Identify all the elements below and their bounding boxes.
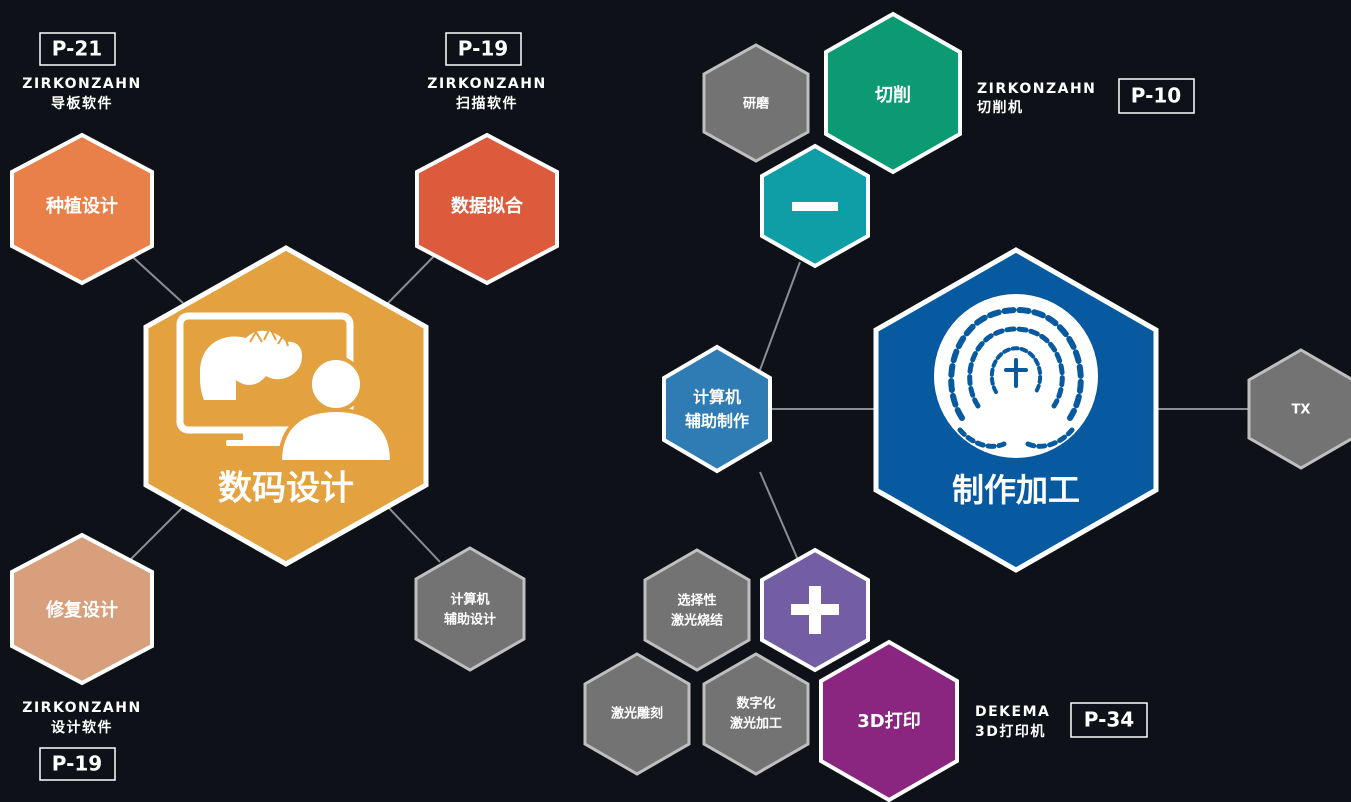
caption-brand: DEKEMA bbox=[975, 704, 1050, 720]
tx-label: TX bbox=[1292, 403, 1311, 418]
caption-product: 导板软件 bbox=[51, 95, 113, 112]
caption-product: 设计软件 bbox=[51, 719, 113, 736]
hex-cam[interactable]: 计算机 辅助制作 bbox=[662, 344, 772, 474]
plus-icon bbox=[809, 586, 821, 634]
minus-icon bbox=[792, 202, 838, 211]
production-label: 制作加工 bbox=[952, 471, 1080, 509]
connector-design-fitting bbox=[387, 249, 441, 304]
page-ref-text[interactable]: P-34 bbox=[1084, 708, 1134, 732]
cad-label-line1: 计算机 bbox=[450, 592, 489, 608]
implant-design-label: 种植设计 bbox=[45, 195, 118, 217]
caption-product: 扫描软件 bbox=[456, 95, 518, 112]
hex-implant-design[interactable]: 种植设计 bbox=[10, 132, 154, 286]
page-ref-box bbox=[39, 32, 116, 66]
caption-top-right: P-19 ZIRKONZAHN 扫描软件 bbox=[427, 32, 546, 112]
digital-laser-label-line1: 数字化 bbox=[736, 696, 775, 712]
caption-brand: ZIRKONZAHN bbox=[22, 76, 141, 92]
hex-tx[interactable]: TX bbox=[1247, 348, 1351, 470]
caption-product: 3D打印机 bbox=[975, 723, 1046, 740]
sls-label-line2: 激光烧结 bbox=[671, 613, 723, 629]
cutting-label: 切削 bbox=[875, 84, 911, 106]
caption-product: 切削机 bbox=[977, 99, 1024, 116]
page-ref-text[interactable]: P-19 bbox=[52, 752, 102, 776]
hex-sls[interactable]: 选择性 激光烧结 bbox=[643, 548, 751, 672]
connector-cam-subtractive bbox=[759, 261, 801, 371]
connector-design-cad bbox=[387, 506, 441, 563]
page-ref-box bbox=[39, 747, 116, 781]
hex-cutting[interactable]: 切削 bbox=[824, 11, 962, 175]
caption-brand: ZIRKONZAHN bbox=[427, 76, 546, 92]
page-ref-text[interactable]: P-10 bbox=[1131, 84, 1181, 108]
page-ref-text[interactable]: P-19 bbox=[458, 37, 508, 61]
caption-brand: ZIRKONZAHN bbox=[977, 81, 1096, 97]
data-fitting-label: 数据拟合 bbox=[451, 195, 524, 217]
hex-restoration-design[interactable]: 修复设计 bbox=[10, 532, 154, 686]
caption-top-left: P-21 ZIRKONZAHN 导板软件 bbox=[22, 32, 141, 112]
cam-label-line2: 辅助制作 bbox=[685, 412, 749, 431]
caption-printing: DEKEMA 3D打印机 P-34 bbox=[975, 702, 1148, 740]
page-ref-box bbox=[445, 32, 522, 66]
hex-3d-printing[interactable]: 3D打印 bbox=[819, 639, 959, 802]
grinding-label: 研磨 bbox=[743, 96, 769, 112]
connector-cam-additive bbox=[759, 471, 799, 561]
cad-label-line2: 辅助设计 bbox=[444, 612, 496, 628]
digital-design-label: 数码设计 bbox=[218, 469, 354, 509]
hex-additive[interactable] bbox=[760, 547, 870, 673]
connector-design-implant bbox=[124, 249, 184, 304]
hex-subtractive[interactable] bbox=[760, 143, 870, 269]
page-ref-box bbox=[1070, 702, 1148, 738]
hex-digital-design[interactable]: 数码设计 bbox=[143, 245, 429, 567]
page-ref-box bbox=[1118, 78, 1195, 114]
digital-laser-label-line2: 激光加工 bbox=[730, 716, 782, 732]
page-ref-text[interactable]: P-21 bbox=[52, 37, 102, 61]
connector-design-restoration bbox=[127, 506, 184, 563]
laser-engraving-label: 激光雕刻 bbox=[611, 706, 663, 722]
restoration-design-label: 修复设计 bbox=[45, 599, 118, 621]
caption-bottom-left: ZIRKONZAHN 设计软件 P-19 bbox=[22, 700, 141, 781]
printing-label: 3D打印 bbox=[857, 710, 920, 732]
hex-digital-laser[interactable]: 数字化 激光加工 bbox=[702, 652, 810, 776]
hex-cad[interactable]: 计算机 辅助设计 bbox=[414, 546, 526, 672]
sls-label-line1: 选择性 bbox=[677, 593, 716, 609]
caption-cutting: ZIRKONZAHN 切削机 P-10 bbox=[977, 78, 1195, 116]
cam-label-line1: 计算机 bbox=[693, 388, 741, 407]
hex-production[interactable]: 制作加工 bbox=[873, 247, 1159, 573]
dental-arch-logo-icon bbox=[934, 294, 1098, 458]
caption-brand: ZIRKONZAHN bbox=[22, 700, 141, 716]
monitor-with-user-icon bbox=[176, 312, 395, 464]
hex-grinding[interactable]: 研磨 bbox=[702, 43, 810, 163]
hex-data-fitting[interactable]: 数据拟合 bbox=[415, 132, 559, 286]
connector-lines bbox=[124, 249, 1252, 563]
hex-laser-engraving[interactable]: 激光雕刻 bbox=[583, 652, 691, 776]
